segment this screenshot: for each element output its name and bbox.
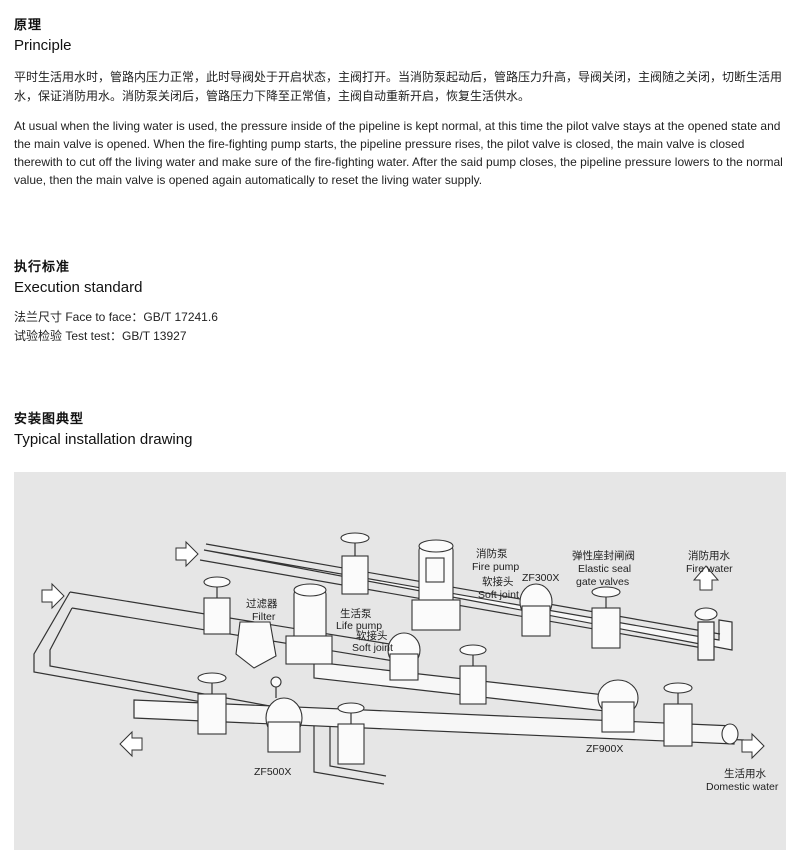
label-soft-joint2-en: Soft joint: [352, 642, 393, 654]
zf900x-valve: [597, 679, 639, 733]
label-elastic-en1: Elastic seal: [578, 563, 631, 575]
principle-text-en: At usual when the living water is used, …: [14, 119, 783, 187]
fire-water-outlet: [694, 607, 718, 621]
domestic-water-outlet: [721, 723, 739, 745]
installation-title-en: Typical installation drawing: [14, 431, 193, 448]
label-life-pump-en: Life pump: [336, 620, 382, 632]
label-domestic-en: Domestic water: [706, 781, 779, 793]
standard-title-zh: 执行标准: [14, 259, 71, 274]
principle-section: 原理 Principle 平时生活用水时，管路内压力正常，此时导阀处于开启状态，…: [14, 14, 786, 189]
installation-title-zh: 安装图典型: [14, 411, 85, 426]
fire-water-pipe: [203, 549, 733, 651]
label-elastic-zh: 弹性座封闸阀: [572, 549, 635, 562]
installation-drawing-svg: 消防泵 Fire pump 软接头 Soft joint ZF300X 弹性座封…: [33, 532, 779, 793]
label-fire-water-zh: 消防用水: [688, 549, 730, 562]
gate-valve-left-upper: [203, 576, 231, 635]
principle-title-zh: 原理: [14, 17, 43, 32]
label-life-pump-zh: 生活泵: [340, 607, 372, 620]
outlet-arrow-lower-left: [119, 730, 143, 758]
zf500x-valve: [265, 676, 303, 753]
inlet-arrow-upper: [175, 540, 199, 568]
gate-valve-lower-right: [663, 682, 693, 747]
label-filter-zh: 过滤器: [246, 597, 278, 610]
label-domestic-zh: 生活用水: [724, 767, 766, 780]
label-zf500x: ZF500X: [254, 766, 291, 778]
installation-section: 安装图典型 Typical installation drawing: [14, 408, 786, 448]
label-elastic-en2: gate valves: [576, 576, 629, 588]
label-zf300x: ZF300X: [522, 572, 559, 584]
filter: [235, 621, 277, 669]
elastic-seal-gate-valve-upper: [591, 586, 621, 649]
standard-line-test: 试验检验 Test test：GB/T 13927: [14, 329, 187, 343]
gate-valve-lower-left: [197, 672, 227, 735]
label-fire-water-en: Fire water: [686, 563, 733, 575]
life-pump: [285, 583, 333, 665]
zf300x-valve: [519, 583, 553, 637]
gate-valve-middle-right: [459, 644, 487, 705]
domestic-water-arrow: [741, 732, 765, 760]
standard-title-en: Execution standard: [14, 279, 143, 296]
gate-valve-lower-middle: [337, 702, 365, 765]
label-soft-joint1-zh: 软接头: [482, 575, 514, 588]
principle-text-zh: 平时生活用水时，管路内压力正常，此时导阀处于开启状态，主阀打开。当消防泵起动后，…: [14, 70, 783, 103]
label-soft-joint2-zh: 软接头: [356, 629, 388, 642]
gate-valve-upper-left: [340, 532, 370, 595]
standard-line-flange: 法兰尺寸 Face to face：GB/T 17241.6: [14, 310, 218, 324]
label-zf900x: ZF900X: [586, 743, 623, 755]
label-fire-pump-zh: 消防泵: [476, 547, 508, 560]
standard-section: 执行标准 Execution standard 法兰尺寸 Face to fac…: [14, 256, 786, 346]
fire-water-arrow: [692, 565, 720, 591]
inlet-arrow-left: [41, 582, 65, 610]
middle-pilot-valve: [387, 632, 421, 681]
label-fire-pump-en: Fire pump: [472, 561, 519, 573]
installation-drawing: 消防泵 Fire pump 软接头 Soft joint ZF300X 弹性座封…: [14, 472, 786, 850]
fire-pump: [411, 539, 461, 631]
label-soft-joint1-en: Soft joint: [478, 589, 519, 601]
principle-title-en: Principle: [14, 37, 72, 54]
fire-water-riser: [697, 621, 715, 661]
label-filter-en: Filter: [252, 611, 276, 623]
